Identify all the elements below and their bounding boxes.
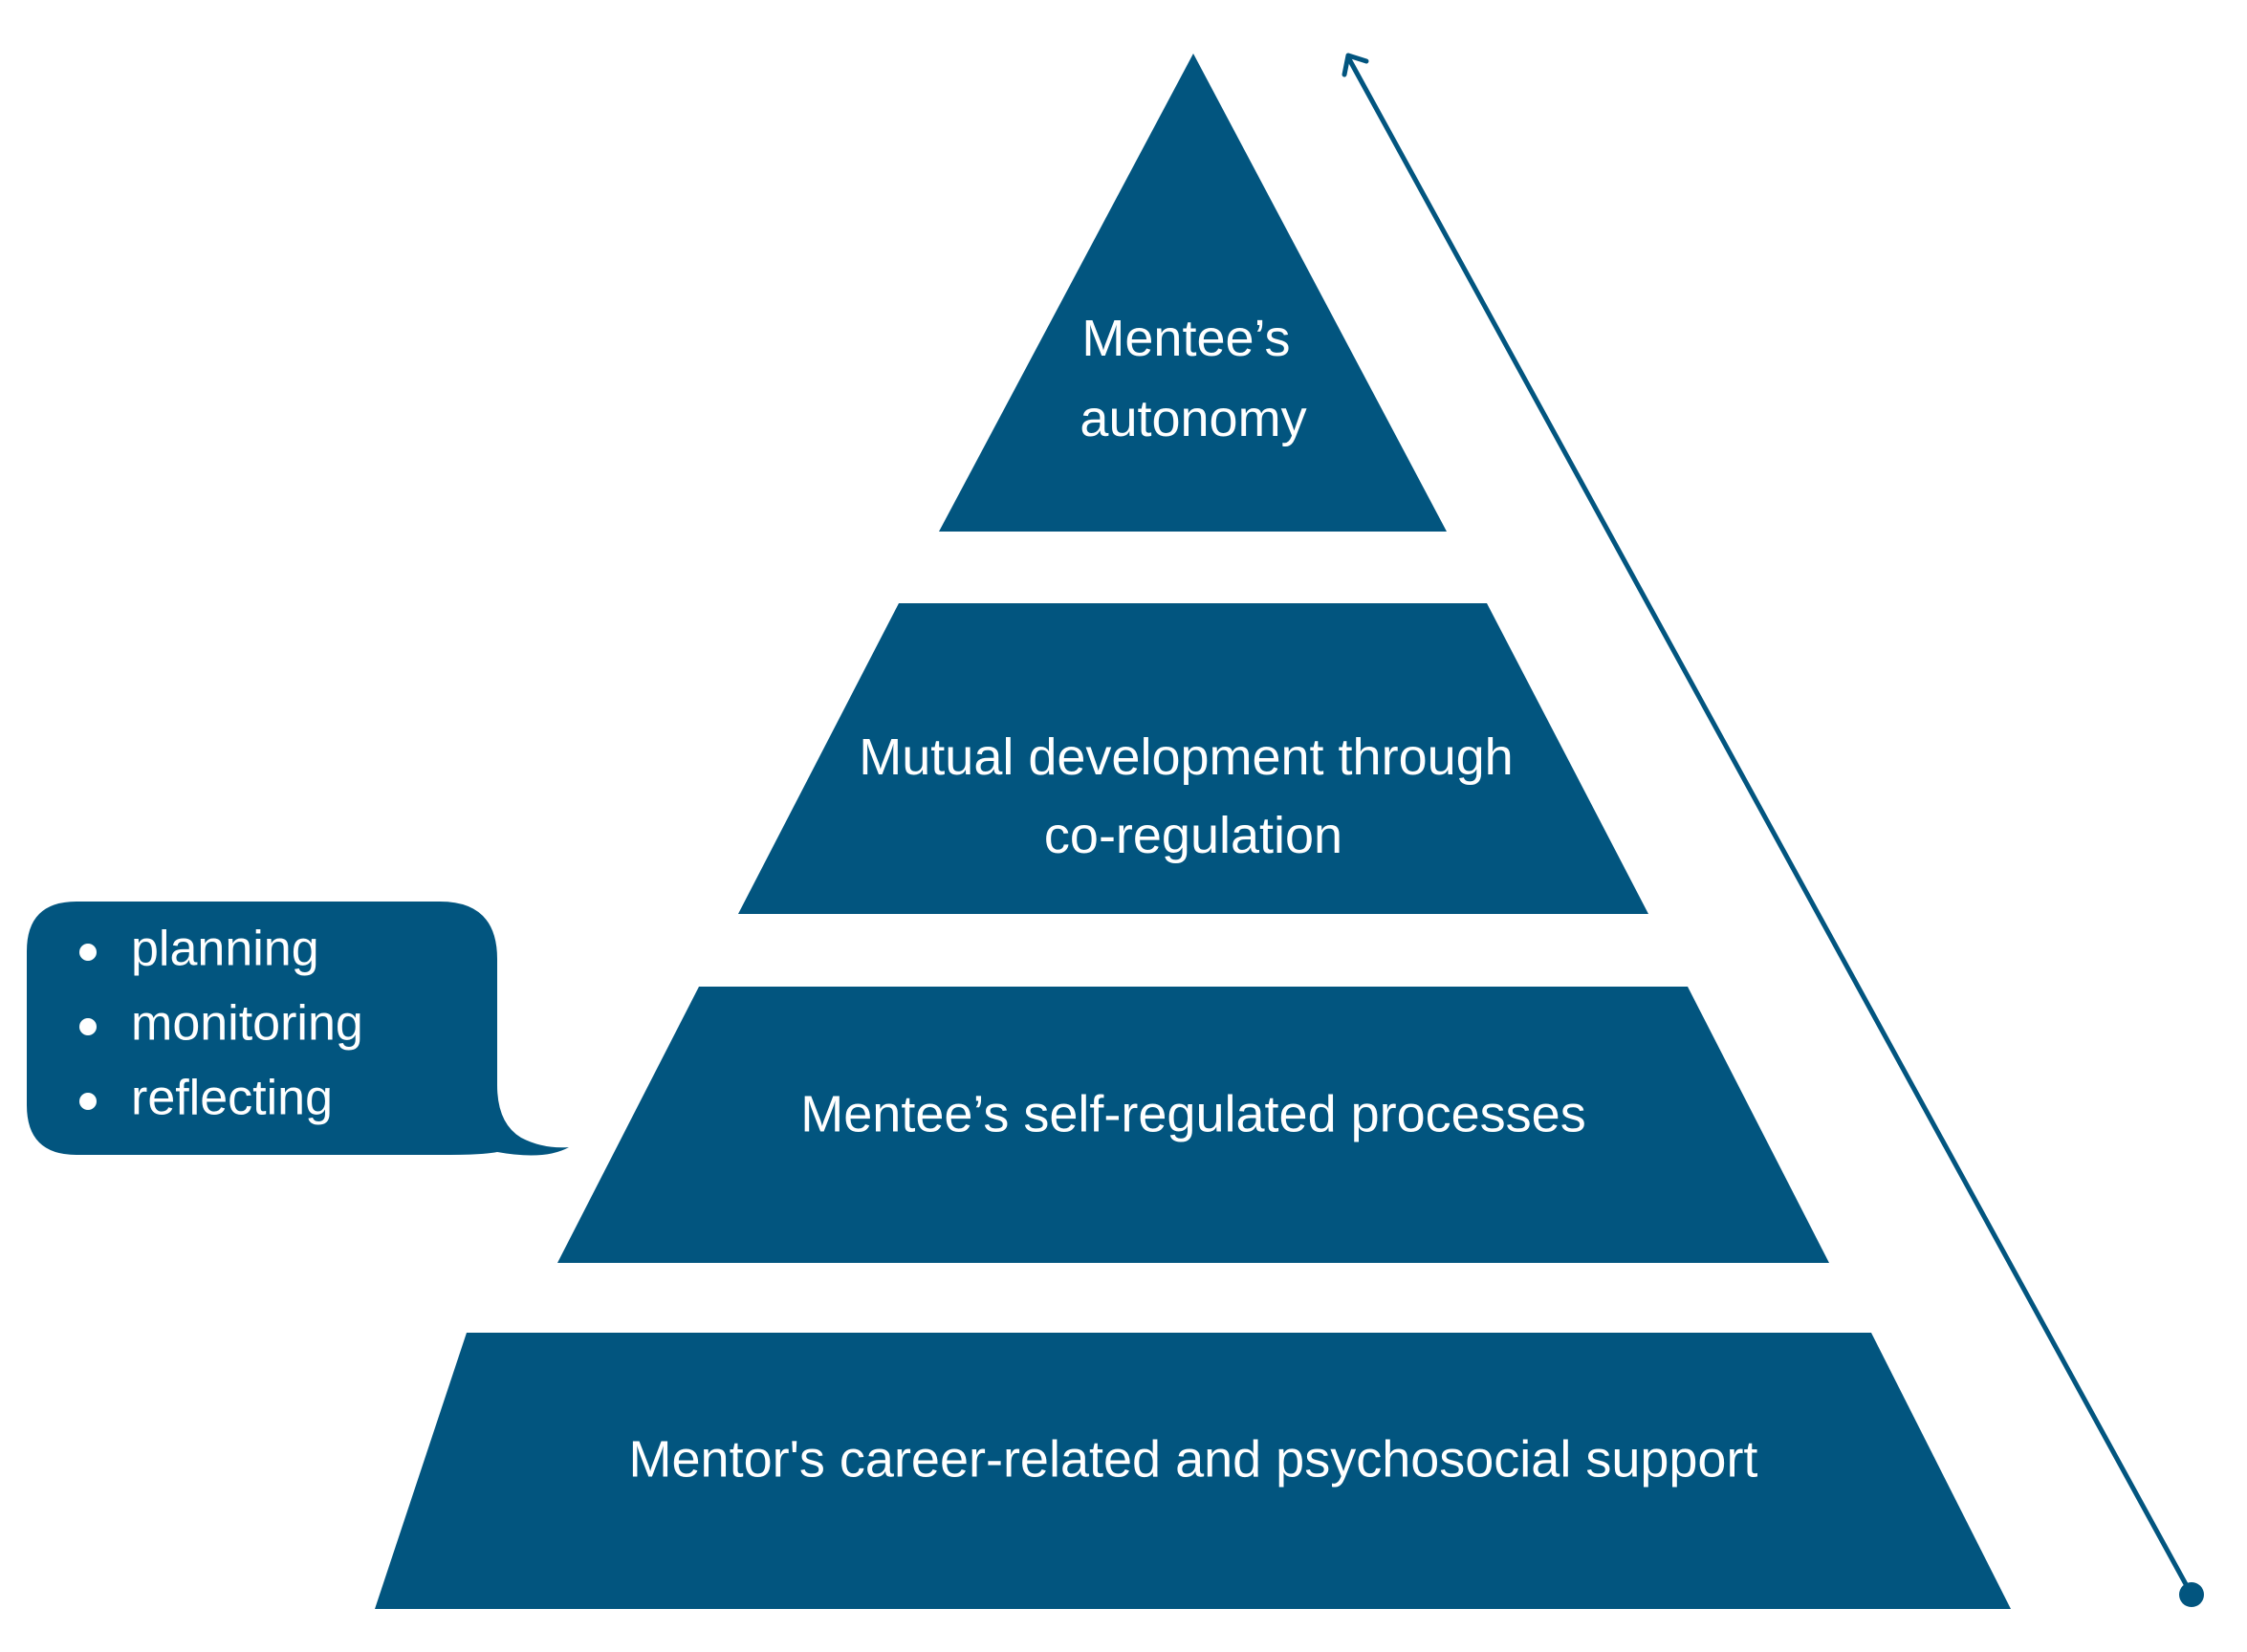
tier-self-regulated: Mentee’s self-regulated processes [557, 987, 1829, 1263]
callout-item-planning: planning [131, 922, 319, 977]
tier-co-regulation-line-2: co-regulation [1044, 807, 1342, 864]
tier-self-regulated-shape [557, 987, 1829, 1263]
tier-mentor-support: Mentor's career-related and psychosocial… [375, 1333, 2011, 1609]
bullet-icon [79, 1093, 97, 1110]
tier-co-regulation-line-1: Mutual development through [859, 728, 1513, 786]
tier-autonomy-line-1: Mentee’s [1081, 310, 1290, 367]
arrow-shaft [1345, 54, 2194, 1598]
callout-list: planning monitoring reflecting [79, 922, 363, 1126]
tier-autonomy: Mentee’s autonomy [939, 54, 1447, 532]
tier-co-regulation: Mutual development through co-regulation [738, 603, 1648, 914]
tier-co-regulation-shape [738, 603, 1648, 914]
tier-self-regulated-label: Mentee’s self-regulated processes [800, 1085, 1585, 1142]
arrow-head-icon [1342, 53, 1369, 77]
callout-bubble-shape [27, 902, 569, 1156]
callout-item-monitoring: monitoring [131, 996, 363, 1052]
tier-mentor-support-shape [375, 1333, 2011, 1609]
bullet-icon [79, 944, 97, 961]
arrow-start-dot-icon [2179, 1582, 2204, 1607]
bullet-icon [79, 1018, 97, 1035]
tier-autonomy-label: Mentee’s autonomy [1080, 310, 1306, 447]
callout-item-reflecting: reflecting [131, 1071, 333, 1126]
tier-autonomy-shape [939, 54, 1447, 532]
tier-autonomy-line-2: autonomy [1080, 390, 1306, 447]
upward-arrow [1342, 53, 2204, 1607]
tier-co-regulation-label: Mutual development through co-regulation [859, 728, 1527, 864]
tier-mentor-support-label: Mentor's career-related and psychosocial… [629, 1430, 1758, 1488]
callout-bubble: planning monitoring reflecting [27, 902, 569, 1156]
